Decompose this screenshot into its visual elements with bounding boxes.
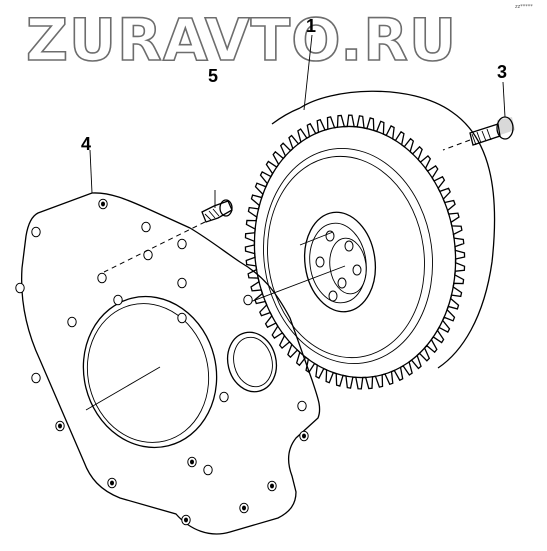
leader-line-4 bbox=[89, 149, 93, 194]
plate-hole bbox=[113, 294, 123, 306]
plate-hole-stud bbox=[242, 505, 246, 511]
plate-bolt-holes bbox=[15, 198, 309, 526]
callout-1: 1 bbox=[306, 16, 316, 36]
plate-hole bbox=[243, 294, 253, 306]
plate-hole bbox=[219, 391, 229, 403]
plate-hole bbox=[141, 221, 151, 233]
callout-5: 5 bbox=[208, 66, 218, 86]
plate-hole bbox=[31, 372, 41, 384]
plate-hole bbox=[177, 238, 187, 250]
plate-hole-stud bbox=[58, 423, 62, 429]
adapter-plate-part-4 bbox=[15, 192, 321, 535]
plate-hole-stud bbox=[270, 483, 274, 489]
plate-hole bbox=[297, 400, 307, 412]
plate-hole bbox=[67, 316, 77, 328]
corner-mark: zz***** bbox=[515, 4, 533, 10]
flywheel-part-1 bbox=[244, 90, 496, 390]
callout-4: 4 bbox=[81, 134, 91, 154]
callout-3: 3 bbox=[497, 62, 507, 82]
plate-hole bbox=[177, 312, 187, 324]
plate-hole-stud bbox=[190, 459, 194, 465]
plate-hole-stud bbox=[110, 480, 114, 486]
plate-hole-stud bbox=[101, 201, 105, 207]
plate-hole bbox=[177, 277, 187, 289]
plate-hole bbox=[31, 226, 41, 238]
plate-hole-stud bbox=[302, 433, 306, 439]
plate-hole bbox=[203, 464, 213, 476]
plate-hole bbox=[15, 282, 25, 294]
plate-hole-stud bbox=[184, 517, 188, 523]
plate-hole bbox=[97, 272, 107, 284]
dowel-bolt-part-5 bbox=[103, 190, 233, 273]
watermark-text: ZURAVTO.RU bbox=[26, 6, 457, 74]
leader-line-1 bbox=[303, 34, 313, 111]
flywheel-bolt-part-3 bbox=[442, 81, 515, 151]
